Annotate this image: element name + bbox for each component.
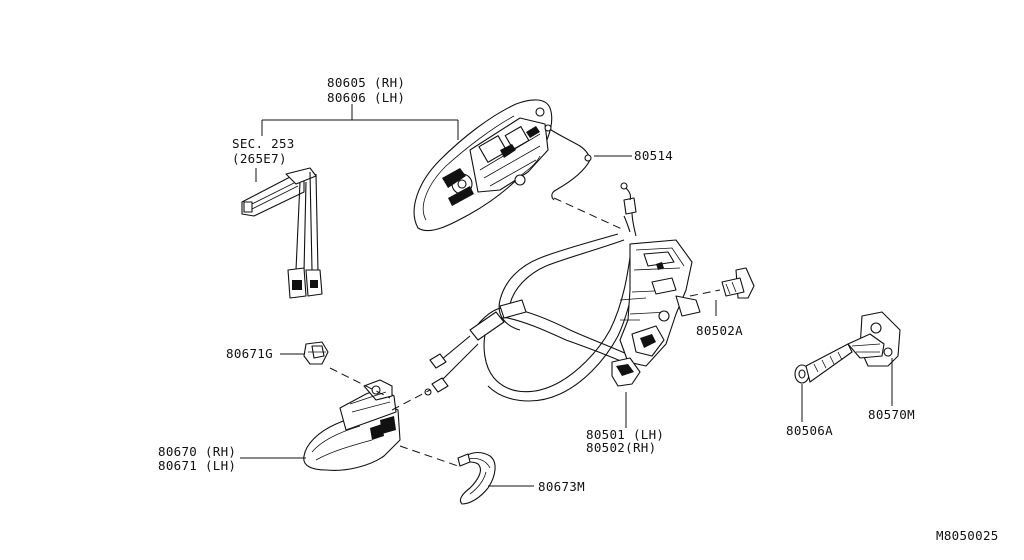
label-80673m: 80673M (538, 479, 585, 494)
label-80514: 80514 (634, 148, 674, 163)
outside-handle-part (413, 99, 553, 232)
leader-lines (240, 104, 893, 487)
label-80606: 80606 (LH) (327, 90, 406, 105)
label-sec-253: SEC. 253 (232, 136, 295, 151)
label-80506a: 80506A (786, 423, 833, 438)
label-80501: 80501 (LH) (586, 427, 665, 442)
diagram-id: M8050025 (936, 528, 999, 543)
rod-80514-part (544, 124, 592, 201)
label-80671: 80671 (LH) (158, 458, 237, 473)
inside-handle-part (303, 379, 401, 471)
label-80670: 80670 (RH) (158, 444, 237, 459)
label-80671g: 80671G (226, 346, 273, 361)
label-80502a: 80502A (696, 323, 743, 338)
striker-80570m-part (847, 311, 901, 367)
label-sec-sub: (265E7) (232, 151, 287, 166)
screw-80502a-part (721, 267, 755, 299)
sensor-bracket-part (241, 167, 323, 299)
label-80605: 80605 (RH) (327, 75, 406, 90)
lock-actuator-part (611, 239, 701, 387)
clip-80671g-part (303, 341, 329, 365)
escutcheon-80673m-part (457, 451, 496, 505)
bolt-80506a-part (794, 343, 853, 384)
label-80570m: 80570M (868, 407, 915, 422)
assembly-dashes (329, 197, 721, 467)
label-80502: 80502(RH) (586, 440, 657, 455)
